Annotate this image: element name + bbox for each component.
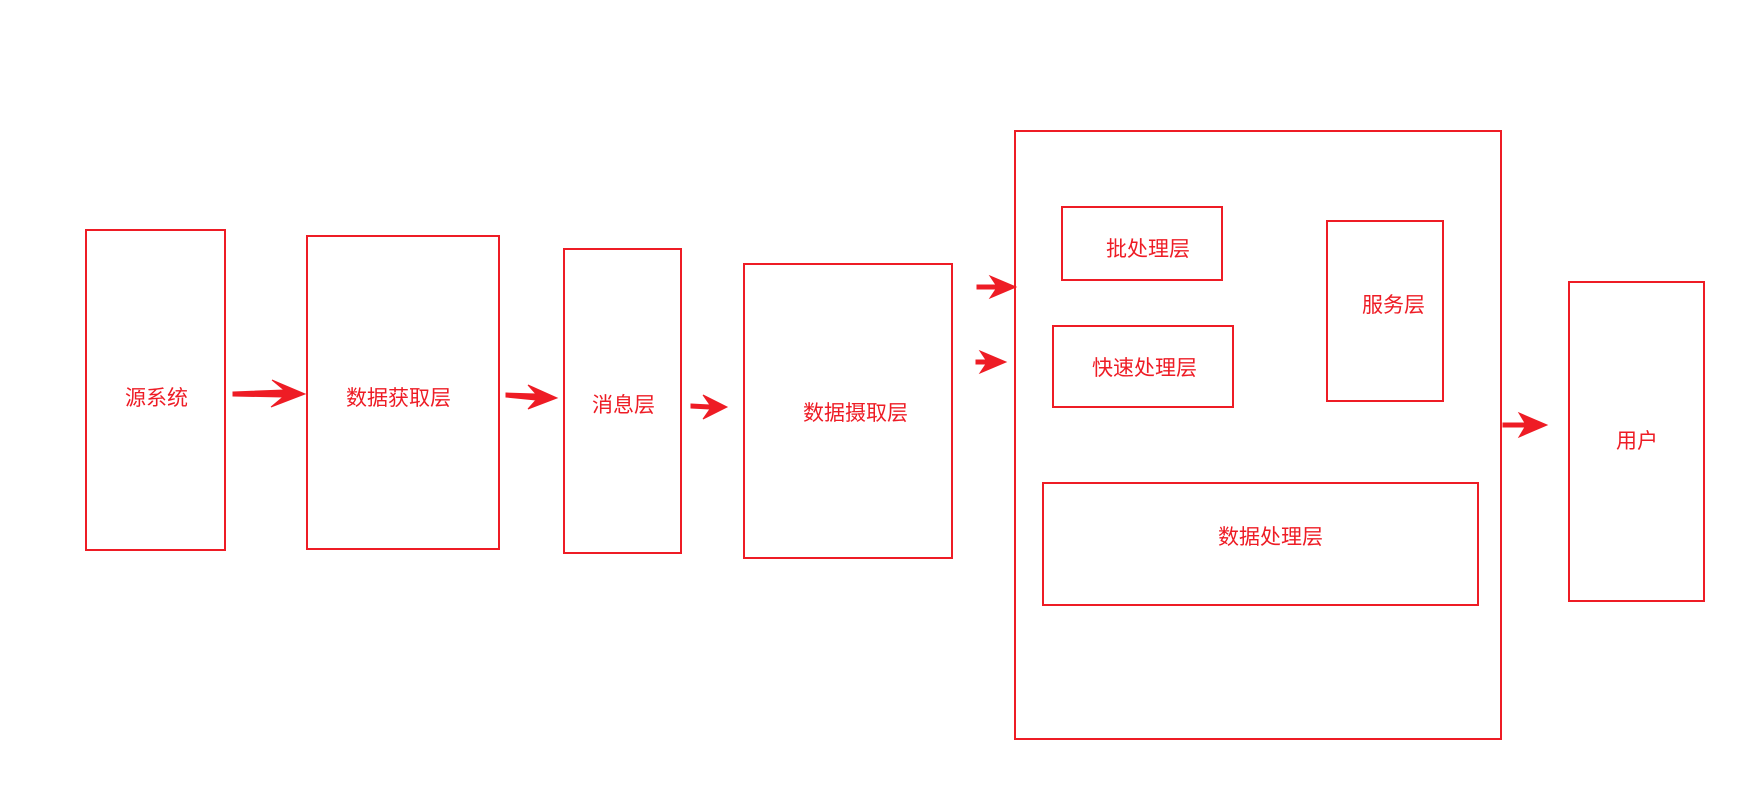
fast-processing-layer-label: 快速处理层 bbox=[1092, 356, 1197, 380]
service-layer-label: 服务层 bbox=[1362, 293, 1425, 317]
arrow-message-to-ingestion bbox=[690, 394, 729, 420]
arrow-ingestion-to-fast bbox=[975, 349, 1008, 375]
message-layer-label: 消息层 bbox=[592, 393, 655, 417]
batch-processing-layer-box bbox=[1061, 206, 1223, 281]
arrow-processing-to-user bbox=[1502, 411, 1549, 439]
user-label: 用户 bbox=[1616, 429, 1658, 453]
data-acquisition-layer-box bbox=[306, 235, 500, 550]
data-processing-layer-box bbox=[1042, 482, 1479, 606]
source-system-box bbox=[85, 229, 226, 551]
data-ingestion-layer-box bbox=[743, 263, 953, 559]
data-acquisition-layer-label: 数据获取层 bbox=[346, 386, 451, 410]
arrow-source-to-acquisition bbox=[232, 379, 307, 408]
arrow-ingestion-to-batch bbox=[976, 274, 1018, 300]
fast-processing-layer-box bbox=[1052, 325, 1234, 408]
data-processing-layer-label: 数据处理层 bbox=[1218, 525, 1323, 549]
processing-container-box bbox=[1014, 130, 1502, 740]
service-layer-box bbox=[1326, 220, 1444, 402]
data-ingestion-layer-label: 数据摄取层 bbox=[803, 401, 908, 425]
batch-processing-layer-label: 批处理层 bbox=[1106, 237, 1190, 261]
user-box bbox=[1568, 281, 1705, 602]
message-layer-box bbox=[563, 248, 682, 554]
source-system-label: 源系统 bbox=[125, 386, 188, 410]
arrow-acquisition-to-message bbox=[505, 384, 559, 410]
